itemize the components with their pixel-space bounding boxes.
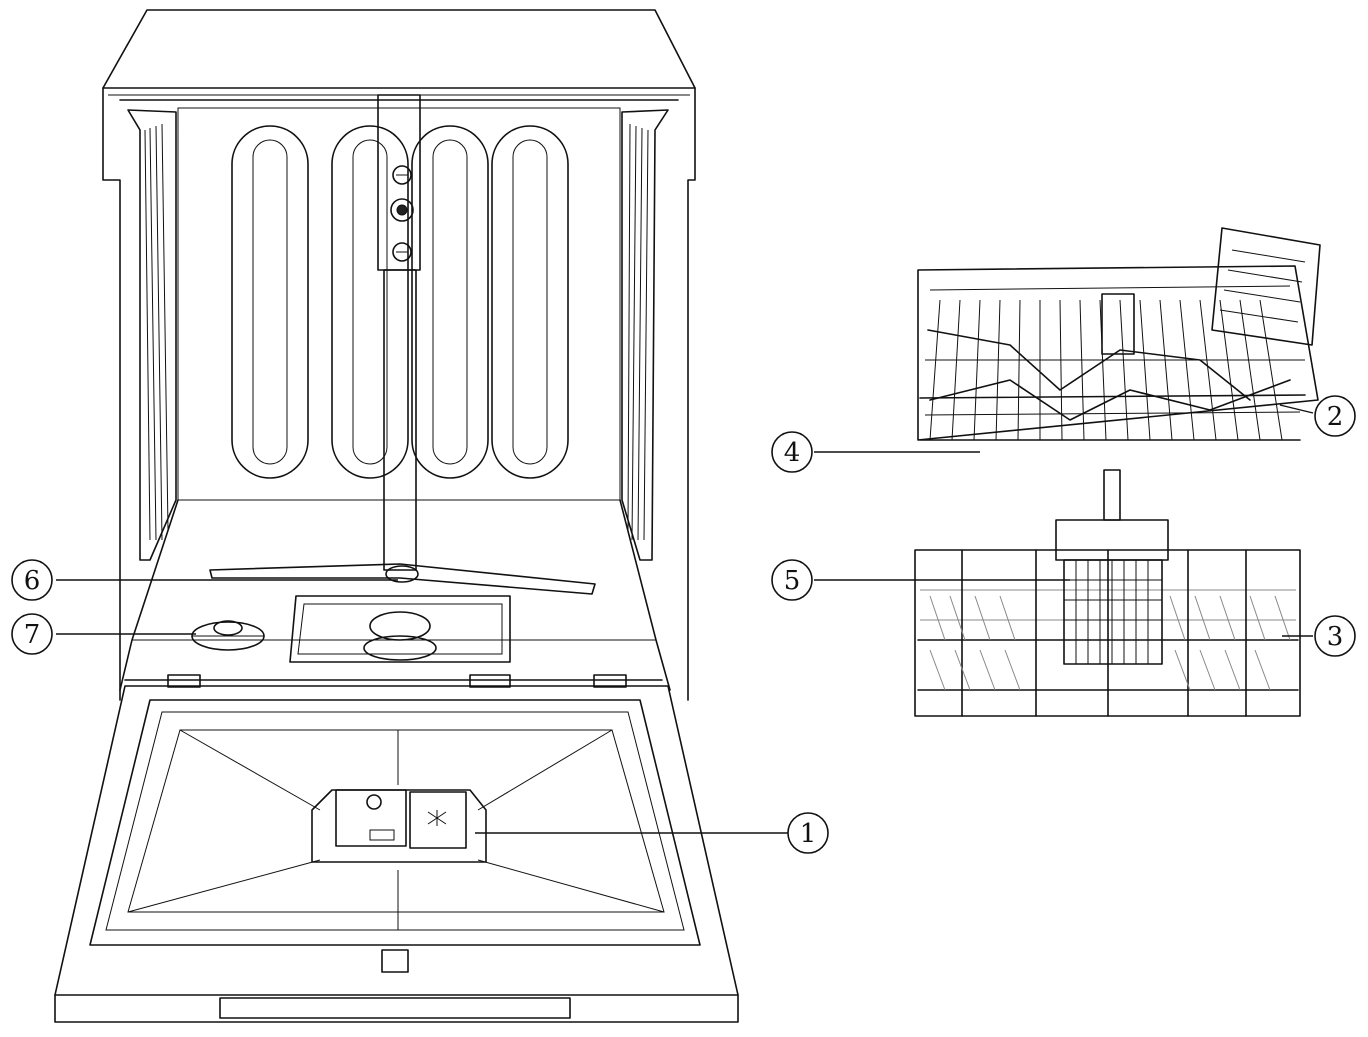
dishwasher-door: [54, 674, 739, 1023]
callout-5-label: 5: [784, 566, 801, 596]
back-wall-ridges: [231, 125, 569, 479]
leader-2: [1279, 404, 1314, 414]
upper-basket: [917, 227, 1321, 441]
callout-1: 1: [787, 812, 829, 854]
right-wall-rails: [621, 109, 669, 561]
lower-basket-posts: [961, 549, 1247, 717]
callout-leaders: [56, 404, 1314, 834]
callout-4-label: 4: [784, 438, 801, 468]
lower-spray-arm: [209, 563, 596, 595]
cutlery-basket: [1055, 469, 1169, 665]
water-supply-pipe: [377, 94, 421, 571]
lower-basket: [914, 549, 1301, 717]
salt-container-cap: [191, 620, 265, 651]
callout-3: 3: [1314, 615, 1356, 657]
callout-5: 5: [771, 559, 813, 601]
detergent-dispenser: [311, 789, 487, 863]
upper-basket-tines: [927, 299, 1291, 441]
callout-2: 2: [1314, 395, 1356, 437]
callout-7: 7: [11, 613, 53, 655]
callout-4: 4: [771, 431, 813, 473]
callout-6-label: 6: [24, 566, 41, 596]
callout-7-label: 7: [24, 620, 41, 650]
left-wall-rails: [127, 109, 177, 561]
callout-3-label: 3: [1327, 622, 1344, 652]
callout-6: 6: [11, 559, 53, 601]
dishwasher-cabinet: [102, 9, 696, 701]
callout-1-label: 1: [800, 819, 817, 849]
lower-basket-tines: [929, 595, 1291, 691]
callout-2-label: 2: [1327, 402, 1344, 432]
filter-assembly: [289, 595, 511, 663]
